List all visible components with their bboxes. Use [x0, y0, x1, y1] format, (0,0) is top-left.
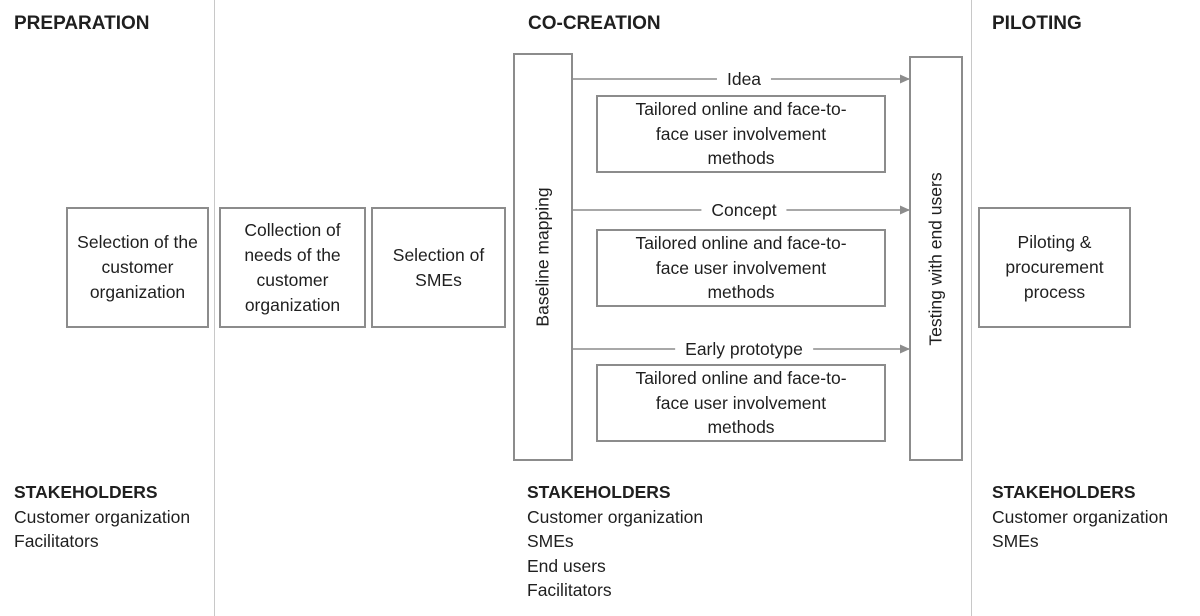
box-label: Selection of the customer organization: [77, 232, 198, 302]
phase-title-co-creation: CO-CREATION: [528, 13, 661, 34]
stakeholders-title: STAKEHOLDERS: [992, 482, 1136, 502]
stakeholder-item: Customer organization: [14, 506, 191, 527]
stakeholders-co-creation: STAKEHOLDERS Customer organization SMEs …: [527, 480, 703, 603]
stakeholders-piloting: STAKEHOLDERS Customer organization SMEs: [992, 480, 1168, 554]
method-label: Tailored online and face-to-face user in…: [635, 233, 847, 303]
box-method-idea: Tailored online and face-to-face user in…: [596, 95, 886, 173]
box-label: Selection of SMEs: [392, 244, 485, 290]
box-testing-with-end-users: Testing with end users: [909, 56, 963, 461]
box-method-concept: Tailored online and face-to-face user in…: [596, 229, 886, 307]
stage-label-idea: Idea: [716, 68, 772, 90]
stakeholder-item: Customer organization: [527, 506, 704, 527]
box-label: Piloting & procurement process: [1005, 232, 1104, 302]
box-baseline-mapping: Baseline mapping: [513, 53, 573, 461]
stage-label-concept: Concept: [701, 199, 787, 221]
divider-preparation-cocreation: [214, 0, 215, 616]
box-label: Collection of needs of the customer orga…: [244, 219, 341, 315]
phase-title-piloting: PILOTING: [992, 13, 1082, 34]
testing-label: Testing with end users: [925, 171, 946, 346]
box-selection-of-smes: Selection of SMEs: [371, 207, 506, 328]
divider-cocreation-piloting: [971, 0, 972, 616]
method-label: Tailored online and face-to-face user in…: [635, 99, 847, 169]
method-label: Tailored online and face-to-face user in…: [635, 368, 847, 438]
stakeholder-item: Facilitators: [527, 580, 612, 600]
stakeholder-item: SMEs: [992, 531, 1039, 551]
box-method-early-prototype: Tailored online and face-to-face user in…: [596, 364, 886, 442]
stakeholders-preparation: STAKEHOLDERS Customer organization Facil…: [14, 480, 190, 554]
phase-title-preparation: PREPARATION: [14, 13, 150, 34]
stakeholders-title: STAKEHOLDERS: [14, 482, 158, 502]
box-collection-of-needs: Collection of needs of the customer orga…: [219, 207, 366, 328]
stakeholder-item: Facilitators: [14, 531, 99, 551]
stage-label-early-prototype: Early prototype: [675, 338, 813, 360]
stakeholder-item: SMEs: [527, 531, 574, 551]
stakeholders-title: STAKEHOLDERS: [527, 482, 671, 502]
box-selection-customer-organization: Selection of the customer organization: [66, 207, 209, 328]
stakeholder-item: Customer organization: [992, 506, 1169, 527]
box-piloting-procurement: Piloting & procurement process: [978, 207, 1131, 328]
baseline-mapping-label: Baseline mapping: [532, 187, 553, 327]
stakeholder-item: End users: [527, 555, 606, 576]
